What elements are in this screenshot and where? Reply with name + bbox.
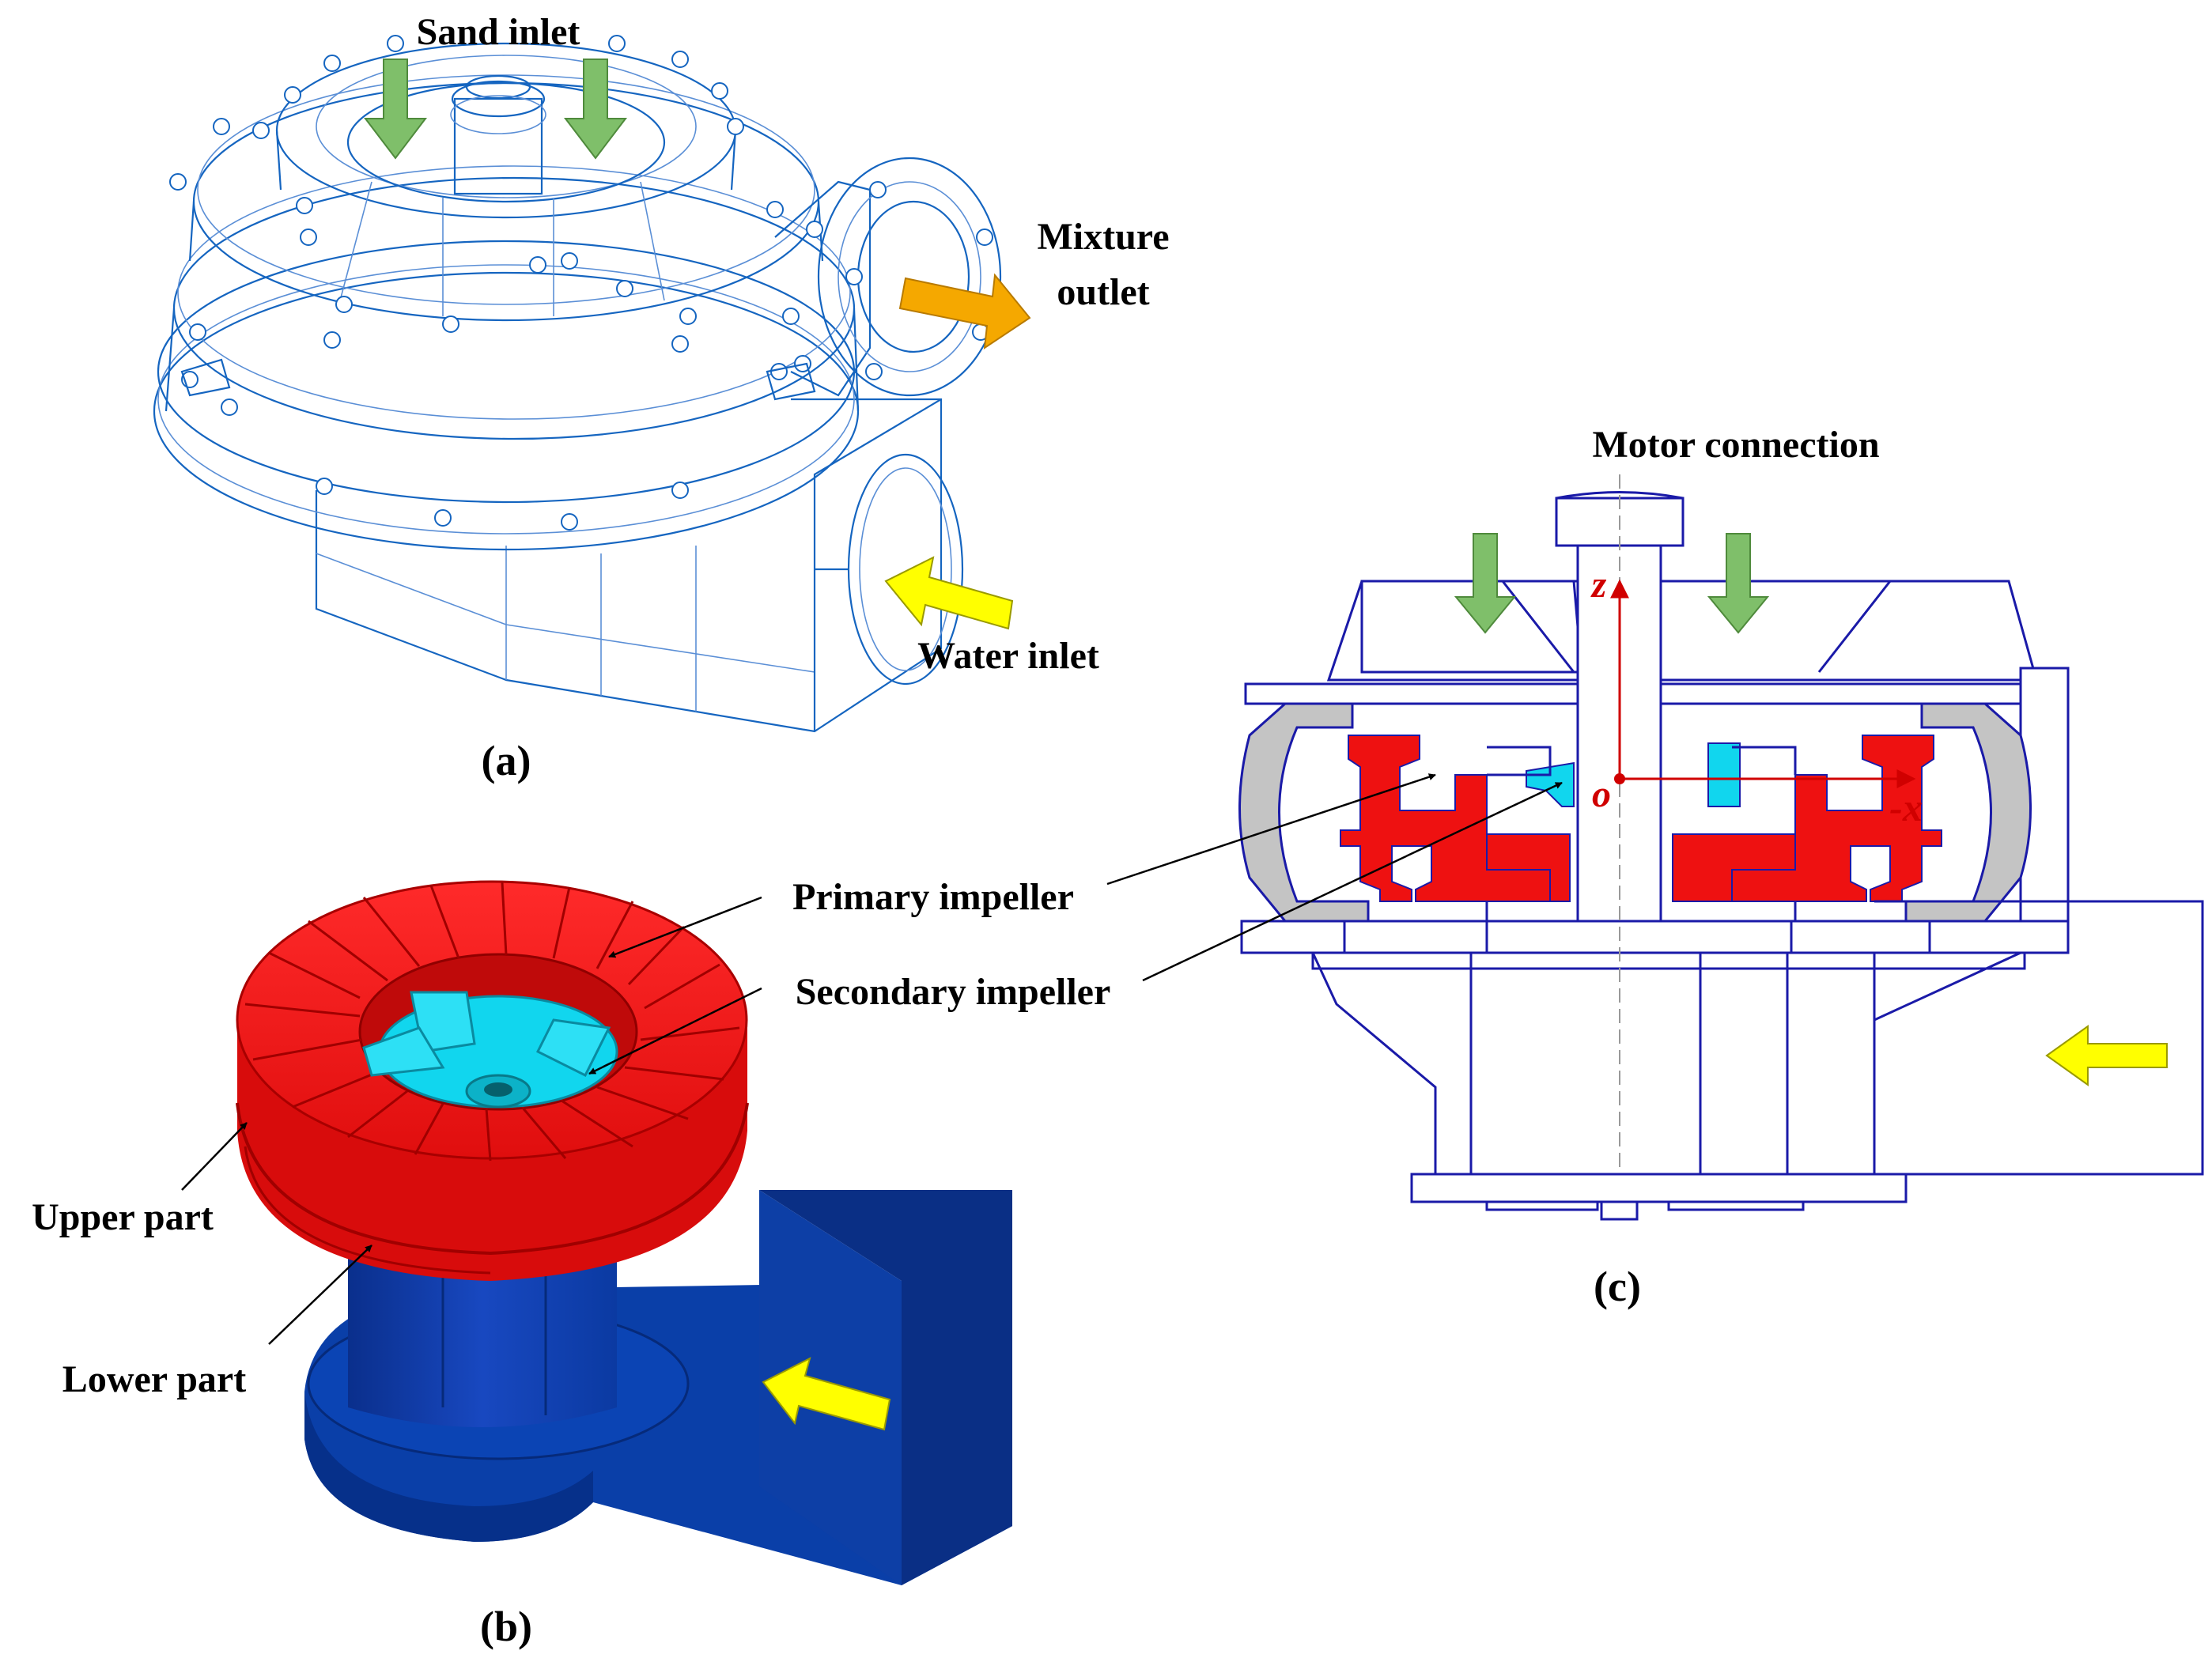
lower-part-label: Lower part	[62, 1358, 246, 1400]
primary-impeller-label-b: Primary impeller	[792, 876, 1074, 918]
coordinate-axes: z -x o	[1590, 564, 1923, 829]
primary-impeller-left	[1340, 735, 1551, 902]
origin-label: o	[1592, 773, 1611, 815]
primary-impeller-right	[1731, 735, 1942, 902]
axis-z-label: z	[1590, 564, 1607, 606]
sand-arrow-c-right	[1707, 533, 1770, 634]
sand-arrow-c-left	[1454, 533, 1517, 634]
motor-connection-label: Motor connection	[1592, 424, 1879, 466]
upper-part-label: Upper part	[32, 1196, 214, 1238]
casing-left	[1238, 702, 1370, 923]
secondary-impeller-3d	[362, 991, 618, 1109]
panel-a-caption: (a)	[482, 737, 531, 784]
panel-a: Sand inlet Mixture outlet Water inlet (a…	[153, 11, 1170, 784]
sand-inlet-label: Sand inlet	[417, 11, 580, 53]
panel-c-caption: (c)	[1594, 1263, 1641, 1310]
sand-arrow-left	[363, 59, 428, 160]
water-arrow-c	[2045, 1025, 2168, 1086]
secondary-impeller-right	[1707, 742, 1741, 807]
water-inlet-label: Water inlet	[917, 635, 1099, 677]
sand-arrow-right	[563, 59, 628, 160]
secondary-impeller-label-b: Secondary impeller	[796, 971, 1111, 1013]
mixture-outlet-label-2: outlet	[1057, 271, 1149, 313]
mixture-outlet-label-1: Mixture	[1037, 216, 1169, 258]
axis-x-label: -x	[1889, 785, 1923, 829]
water-arrow-a	[884, 556, 1014, 630]
pump-wireframe	[153, 35, 1002, 733]
panel-c: z -x o Motor connection (c)	[1106, 424, 2204, 1310]
panel-b-caption: (b)	[480, 1603, 532, 1650]
panel-b: Primary impeller Secondary impeller Uppe…	[32, 876, 1110, 1650]
water-arrow-b	[762, 1357, 891, 1431]
mixture-arrow	[898, 273, 1031, 350]
